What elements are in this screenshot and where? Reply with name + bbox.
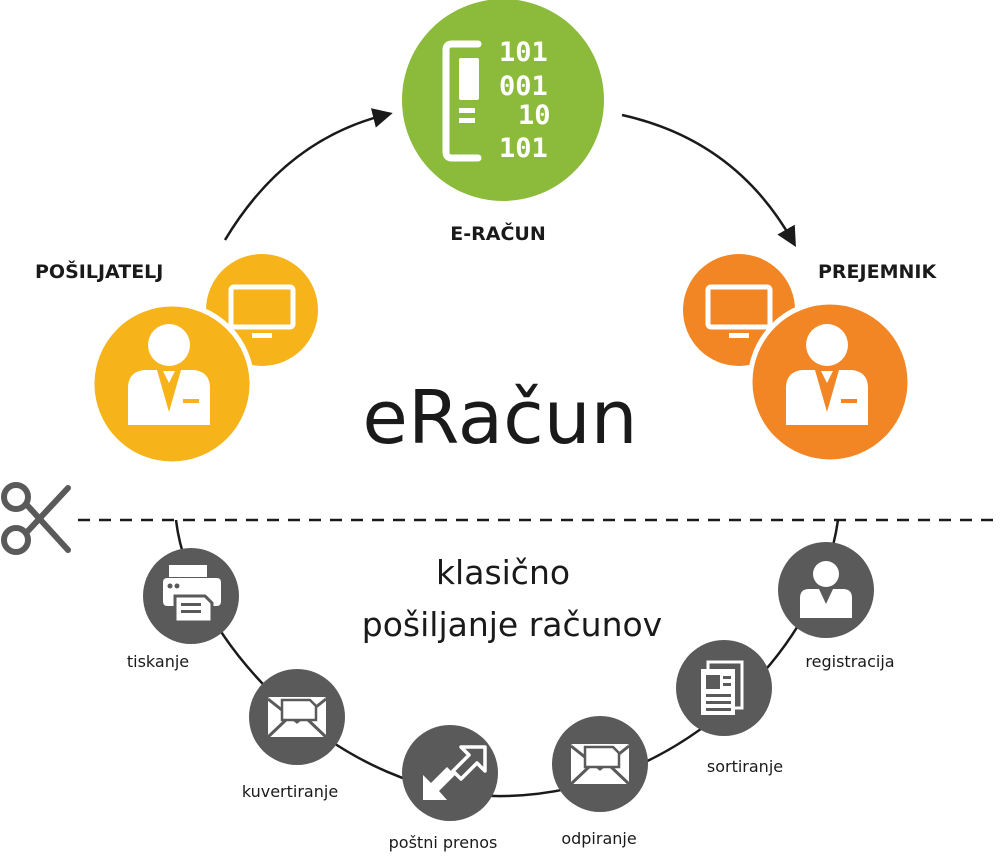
arrow-sender-to-ecenter — [223, 108, 393, 241]
classic-title-line2: pošiljanje računov — [362, 605, 662, 644]
printer-icon — [163, 565, 221, 624]
binary-line-2: 001 — [499, 71, 548, 102]
step-kuvertiranje — [249, 669, 345, 765]
step-label-tiskanje: tiskanje — [127, 652, 189, 671]
classic-title-line1: klasično — [436, 553, 570, 592]
step-sortiranje — [676, 640, 772, 736]
step-registracija — [778, 542, 874, 638]
person-icon — [800, 561, 852, 618]
sender-label: POŠILJATELJ — [35, 259, 163, 283]
envelope-icon — [266, 697, 328, 739]
transfer-arrows-icon — [423, 745, 487, 800]
sender-node — [89, 254, 318, 467]
envelope-icon — [569, 744, 631, 786]
monitor-icon — [705, 284, 773, 338]
arrow-ecenter-to-receiver — [621, 113, 796, 247]
step-label-registracija: registracija — [805, 652, 894, 671]
binary-line-4: 101 — [499, 133, 548, 164]
step-label-postni-prenos: poštni prenos — [389, 833, 498, 852]
step-tiskanje — [143, 548, 239, 644]
e-racun-label: E-RAČUN — [450, 221, 545, 245]
step-label-sortiranje: sortiranje — [707, 757, 783, 776]
main-title: eRačun — [362, 375, 637, 461]
person-suit-icon — [128, 324, 210, 425]
binary-line-1: 101 — [499, 37, 548, 68]
documents-icon — [701, 660, 744, 715]
step-label-odpiranje: odpiranje — [561, 829, 636, 848]
document-binary-icon: 101 001 10 101 — [442, 37, 551, 164]
person-suit-icon — [786, 324, 868, 425]
e-racun-node: 101 001 10 101 — [402, 0, 604, 201]
scissors-icon — [1, 482, 71, 555]
step-label-kuvertiranje: kuvertiranje — [242, 782, 338, 801]
step-postni-prenos — [402, 725, 498, 821]
receiver-node — [683, 254, 913, 465]
binary-line-3: 10 — [518, 100, 551, 131]
classic-process-arc — [174, 519, 840, 798]
monitor-icon — [228, 284, 296, 338]
step-odpiranje — [552, 716, 648, 812]
receiver-label: PREJEMNIK — [818, 261, 937, 283]
